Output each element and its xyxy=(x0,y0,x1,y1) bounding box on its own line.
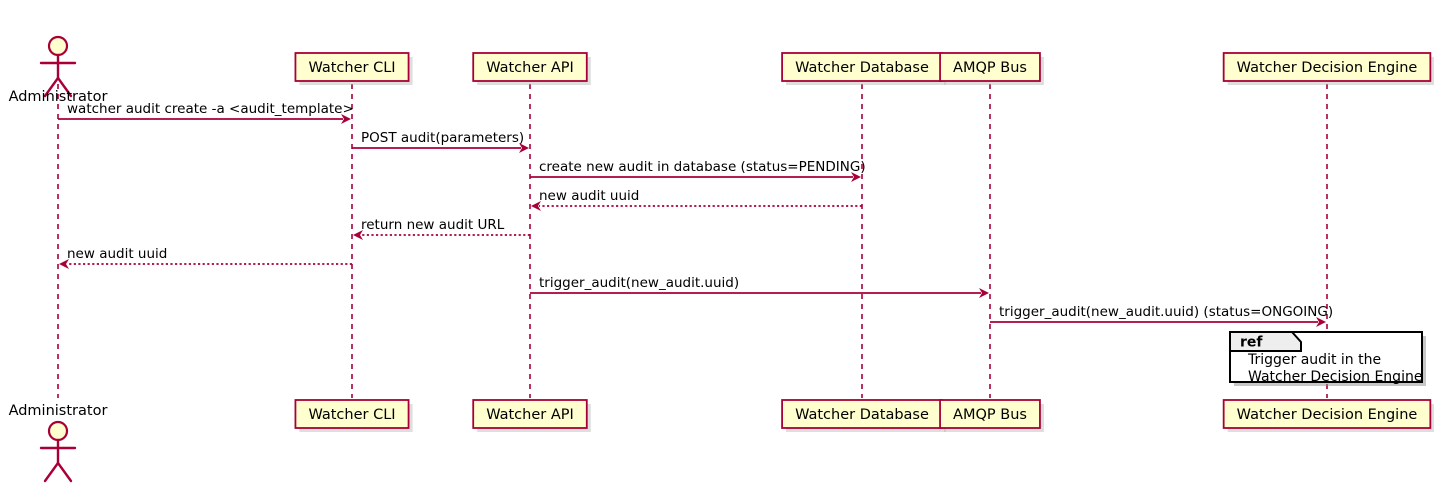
actor-leg-right xyxy=(56,76,73,98)
participant-box-watcher-decision-engine-top[interactable]: Watcher Decision Engine xyxy=(1222,52,1434,85)
participant-label: AMQP Bus xyxy=(953,60,1027,76)
participant-box-watcher-api-bottom[interactable]: Watcher API xyxy=(472,399,591,432)
message-label: trigger_audit(new_audit.uuid) xyxy=(539,275,739,291)
participant-box-watcher-decision-engine-bottom[interactable]: Watcher Decision Engine xyxy=(1222,399,1434,432)
participant-label: AMQP Bus xyxy=(953,407,1027,423)
message-label: return new audit URL xyxy=(361,217,505,233)
message-5[interactable]: return new audit URL xyxy=(353,217,530,240)
message-label: create new audit in database (status=PEN… xyxy=(539,159,866,175)
participant-box-watcher-api-top[interactable]: Watcher API xyxy=(472,52,591,85)
message-8[interactable]: trigger_audit(new_audit.uuid) (status=ON… xyxy=(990,304,1333,327)
message-1[interactable]: watcher audit create -a <audit_template> xyxy=(58,101,354,124)
participant-box-amqp-bus-bottom[interactable]: AMQP Bus xyxy=(939,399,1044,432)
participant-label: Watcher Decision Engine xyxy=(1237,60,1418,76)
actor-leg-right xyxy=(56,461,73,483)
participant-box-body xyxy=(472,399,588,429)
participant-label: Watcher Database xyxy=(795,60,929,76)
participant-box-watcher-cli-bottom[interactable]: Watcher CLI xyxy=(294,399,413,432)
actor-head xyxy=(47,420,69,442)
participant-box-body xyxy=(781,52,943,82)
lifelines-layer xyxy=(57,84,1328,398)
ref-body-line: Watcher Decision Engine xyxy=(1248,369,1422,385)
message-label: new audit uuid xyxy=(539,188,639,204)
message-6[interactable]: new audit uuid xyxy=(59,246,352,269)
participant-box-watcher-database-top[interactable]: Watcher Database xyxy=(781,52,946,85)
message-label: watcher audit create -a <audit_template> xyxy=(67,101,354,117)
participant-label: Watcher CLI xyxy=(308,60,395,76)
message-arrowhead xyxy=(531,201,541,211)
message-label: trigger_audit(new_audit.uuid) (status=ON… xyxy=(999,304,1333,320)
participant-label: Watcher API xyxy=(486,60,574,76)
participant-label: Watcher Database xyxy=(795,407,929,423)
ref-body-line: Trigger audit in the xyxy=(1247,352,1381,368)
actor-administrator-top[interactable]: Administrator xyxy=(9,35,108,105)
message-7[interactable]: trigger_audit(new_audit.uuid) xyxy=(530,275,989,298)
participant-box-amqp-bus-top[interactable]: AMQP Bus xyxy=(939,52,1044,85)
participant-box-body xyxy=(294,399,410,429)
actor-administrator-bottom[interactable]: Administrator xyxy=(9,403,108,483)
actor-leg-left xyxy=(43,76,60,98)
actor-label: Administrator xyxy=(9,89,108,105)
messages-layer: watcher audit create -a <audit_template>… xyxy=(58,101,1333,327)
actor-head xyxy=(47,35,69,57)
message-4[interactable]: new audit uuid xyxy=(531,188,862,211)
participant-box-watcher-database-bottom[interactable]: Watcher Database xyxy=(781,399,946,432)
message-arrowhead xyxy=(979,288,989,298)
participant-label: Watcher Decision Engine xyxy=(1237,407,1418,423)
participant-box-body xyxy=(1222,399,1432,429)
message-arrowhead xyxy=(353,230,363,240)
participant-box-body xyxy=(939,399,1041,429)
message-arrowhead xyxy=(519,143,529,153)
message-2[interactable]: POST audit(parameters) xyxy=(352,130,529,153)
participant-box-watcher-cli-top[interactable]: Watcher CLI xyxy=(294,52,413,85)
participant-box-body xyxy=(472,52,588,82)
participant-box-body xyxy=(1222,52,1432,82)
participant-label: Watcher API xyxy=(486,407,574,423)
message-arrowhead xyxy=(59,259,69,269)
message-label: new audit uuid xyxy=(67,246,167,262)
message-arrowhead xyxy=(851,172,861,182)
ref-keyword-label: ref xyxy=(1240,335,1263,351)
participant-label: Watcher CLI xyxy=(308,407,395,423)
message-label: POST audit(parameters) xyxy=(361,130,524,146)
message-arrowhead xyxy=(1316,317,1326,327)
ref-keyword-tab xyxy=(1229,331,1302,352)
participant-box-body xyxy=(294,52,410,82)
actor-leg-left xyxy=(43,461,60,483)
actor-label: Administrator xyxy=(9,403,108,419)
message-3[interactable]: create new audit in database (status=PEN… xyxy=(530,159,866,182)
participant-box-body xyxy=(939,52,1041,82)
message-arrowhead xyxy=(341,114,351,124)
